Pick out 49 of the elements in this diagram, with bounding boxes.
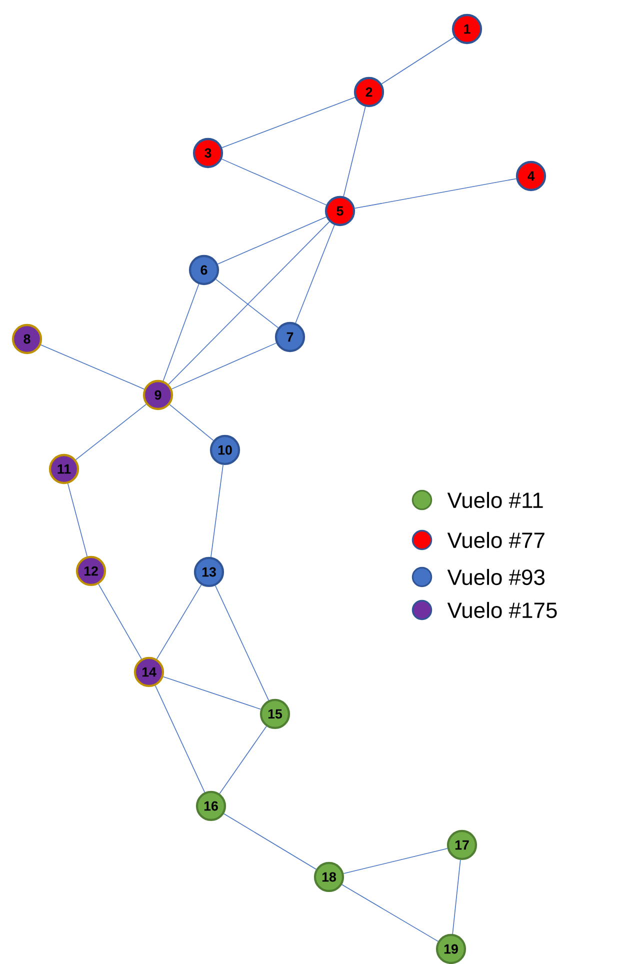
- graph-node: 15: [260, 698, 290, 730]
- connector-line: [214, 585, 270, 701]
- connector-line: [452, 860, 461, 934]
- connector-line: [215, 278, 278, 328]
- connector-line: [162, 676, 262, 710]
- connector-line: [75, 404, 147, 460]
- legend-label: Vuelo #77: [447, 532, 544, 548]
- connector-line: [224, 813, 316, 870]
- connector-line: [354, 178, 517, 209]
- connector-line: [40, 344, 145, 390]
- connector-line: [381, 36, 455, 84]
- graph-node: 4: [516, 160, 546, 192]
- connector-line: [210, 464, 224, 558]
- graph-node: 16: [196, 790, 226, 822]
- connector-line: [217, 216, 327, 264]
- graph-node: 18: [314, 862, 344, 892]
- graph-node: 5: [324, 196, 356, 226]
- connector-line: [154, 685, 206, 793]
- connector-line: [343, 848, 448, 874]
- connector-line: [295, 224, 335, 324]
- graph-node: 3: [192, 138, 224, 168]
- graph-node: 7: [274, 322, 306, 352]
- graph-node: 10: [210, 434, 240, 466]
- legend-label: Vuelo #93: [447, 568, 545, 586]
- connector-line: [343, 106, 366, 197]
- graph-node: 9: [142, 380, 174, 410]
- connector-line: [342, 884, 438, 942]
- connector-line: [98, 584, 142, 660]
- graph-node: 1: [452, 14, 482, 44]
- connector-line: [221, 158, 327, 206]
- graph-node: 14: [134, 656, 164, 688]
- connector-line: [222, 96, 356, 148]
- graph-node: 19: [436, 934, 466, 964]
- graph-node: 11: [48, 454, 80, 484]
- graph-node: 2: [354, 76, 384, 108]
- connector-line: [168, 221, 330, 385]
- connector-line: [67, 483, 88, 557]
- graph-node: 12: [76, 556, 106, 586]
- graph-node: 6: [188, 254, 220, 286]
- connector-line: [171, 342, 277, 390]
- connector-line: [219, 726, 267, 794]
- graph-node: 13: [194, 556, 224, 588]
- graph-node: 17: [446, 830, 478, 860]
- legend-label: Vuelo #175: [447, 602, 557, 618]
- connector-line: [156, 584, 202, 660]
- connector-line: [169, 404, 214, 441]
- graph-node: 8: [12, 324, 42, 354]
- legend-label: Vuelo #11: [447, 492, 543, 508]
- connector-line: [162, 284, 200, 382]
